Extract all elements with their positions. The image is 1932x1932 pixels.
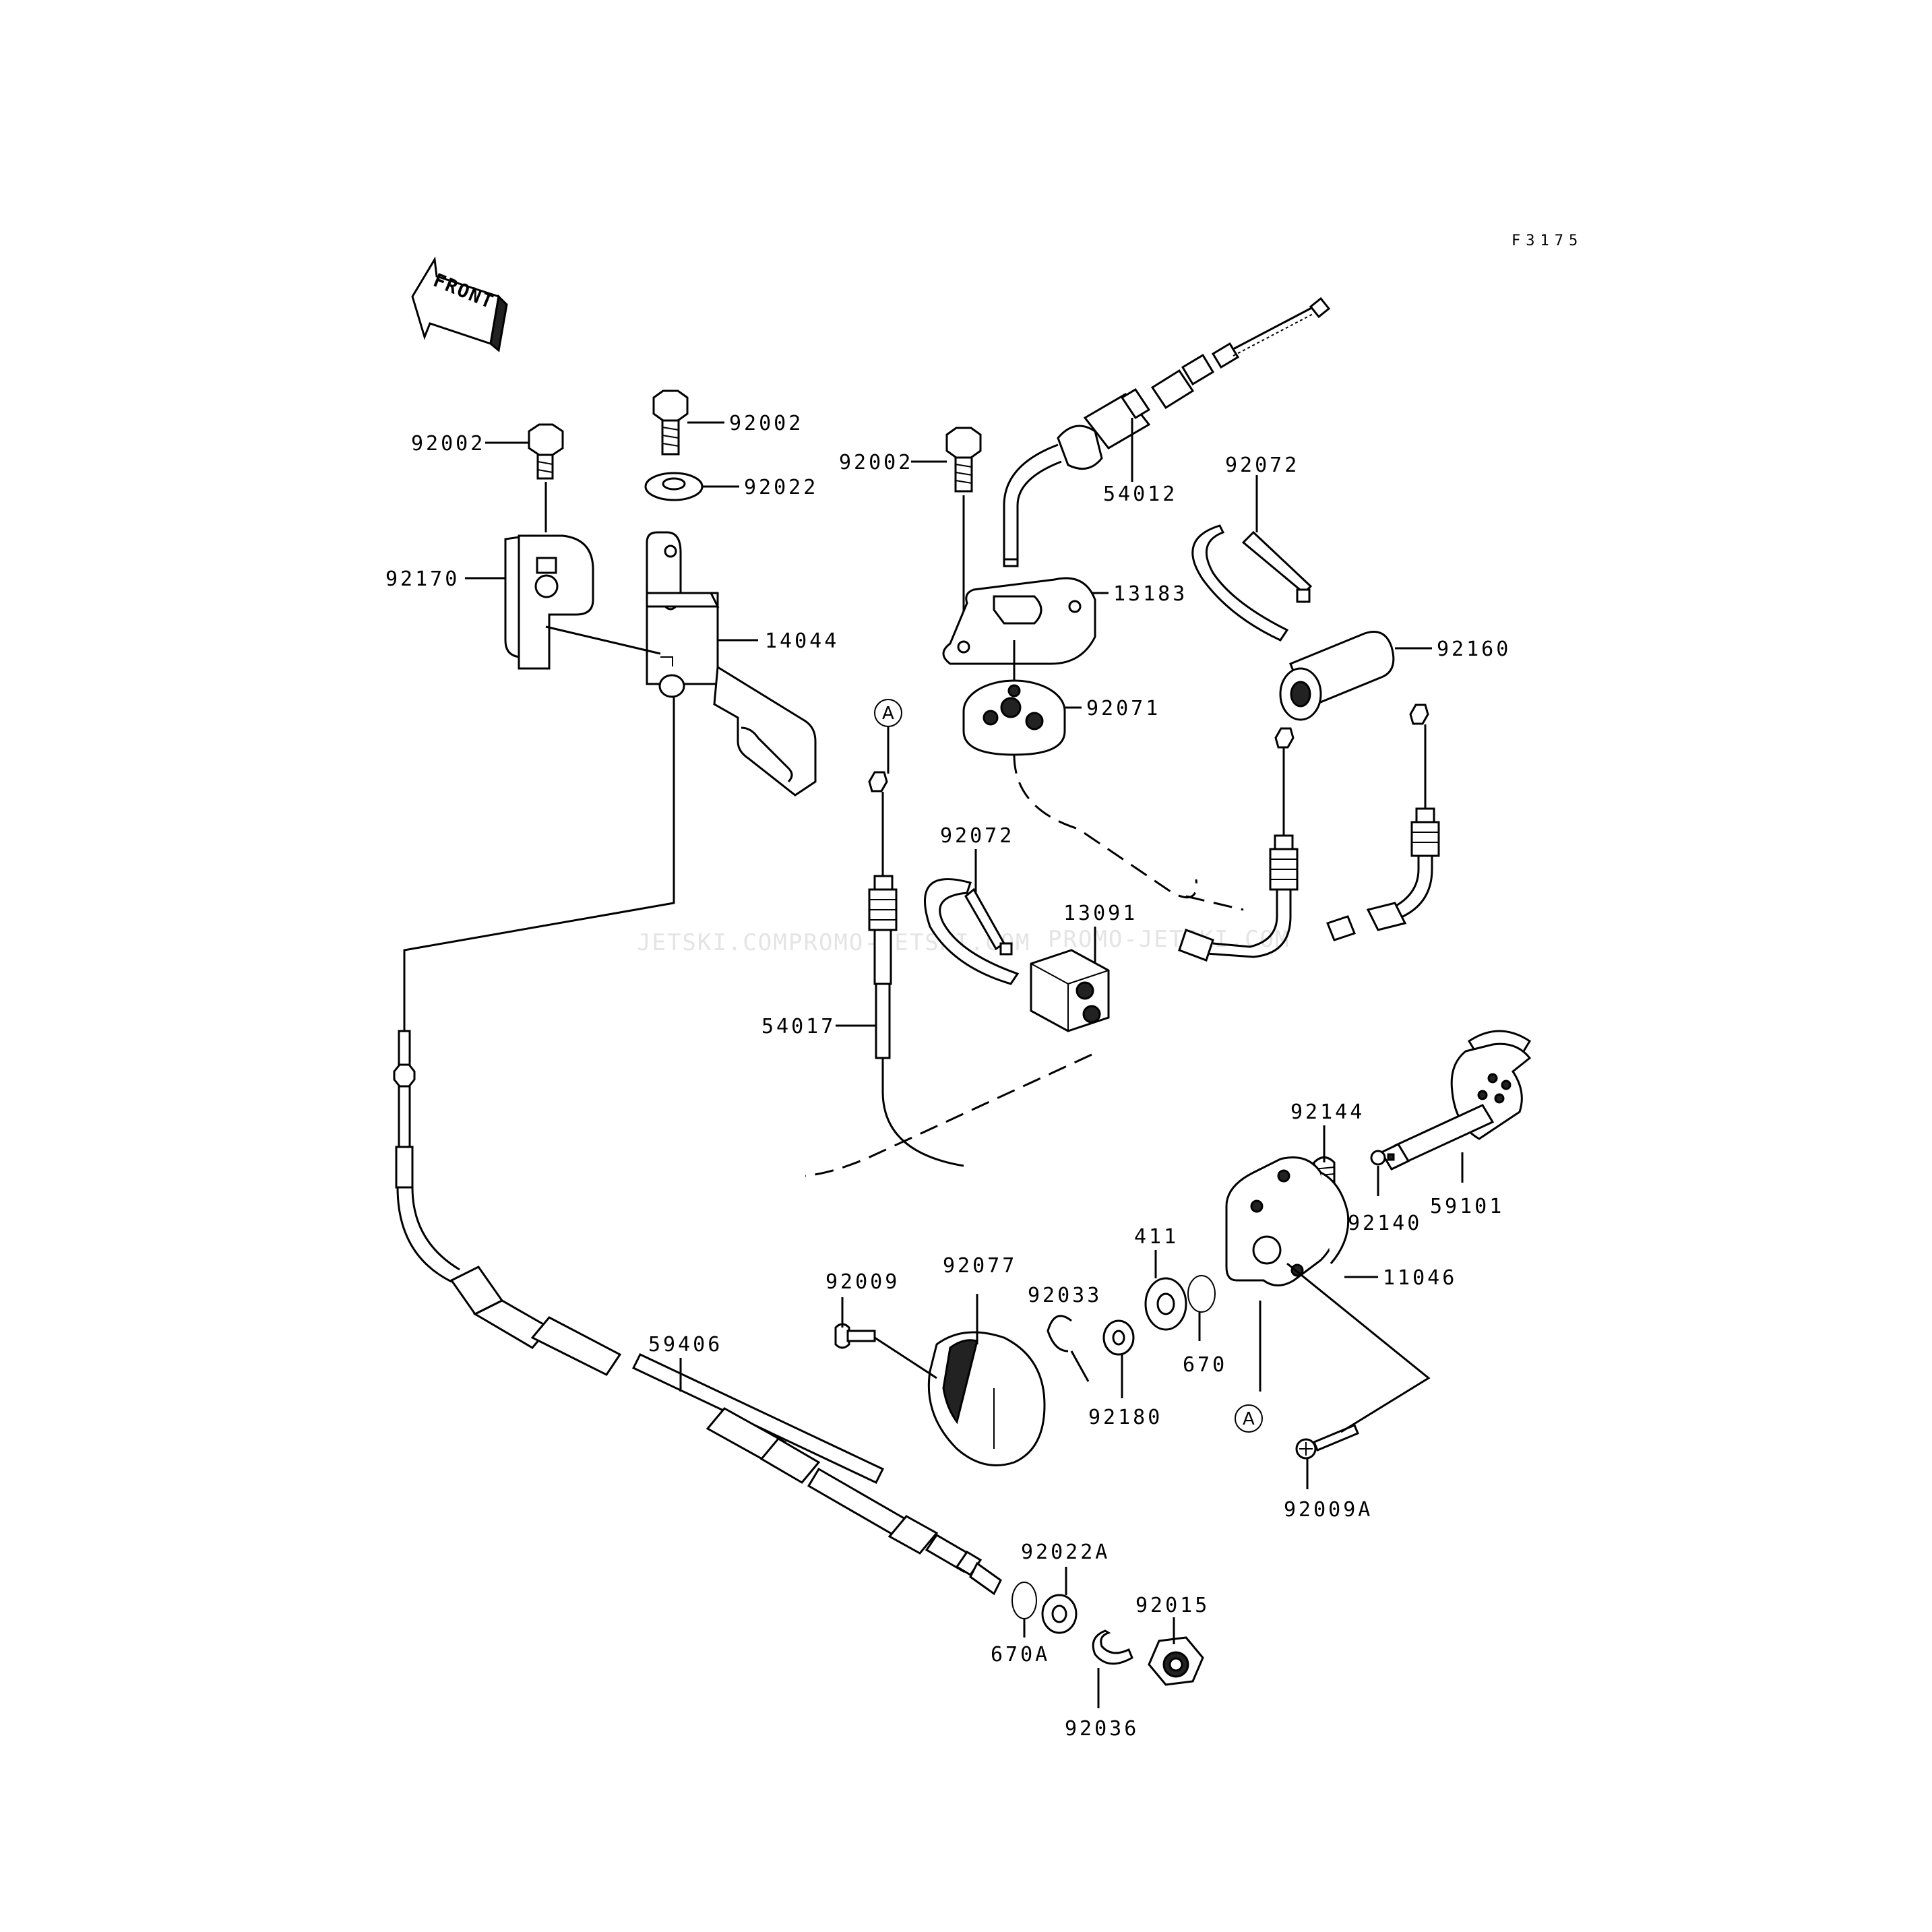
clamp-92170 bbox=[504, 534, 594, 670]
part-label-92009a: 92009A bbox=[1284, 1498, 1373, 1522]
band-92072-lower bbox=[924, 878, 1020, 985]
part-label-11046: 11046 bbox=[1383, 1266, 1457, 1290]
part-label-59101: 59101 bbox=[1430, 1195, 1504, 1218]
bolt-92002-center bbox=[652, 389, 689, 456]
grommet-92071 bbox=[962, 679, 1066, 756]
stopper-13183 bbox=[942, 577, 1096, 665]
watermark-text-1: JETSKI.COM bbox=[637, 929, 788, 956]
part-label-92036: 92036 bbox=[1065, 1717, 1139, 1741]
part-label-92009: 92009 bbox=[825, 1270, 900, 1294]
part-label-92015: 92015 bbox=[1135, 1594, 1210, 1617]
part-label-92033: 92033 bbox=[1028, 1284, 1102, 1307]
part-label-670: 670 bbox=[1183, 1353, 1227, 1377]
holder-13091 bbox=[1030, 949, 1110, 1032]
part-label-92180: 92180 bbox=[1088, 1406, 1162, 1429]
part-label-92002-center: 92002 bbox=[729, 412, 803, 435]
part-label-59406: 59406 bbox=[648, 1333, 722, 1357]
part-label-92071: 92071 bbox=[1086, 697, 1160, 720]
shaft-59101 bbox=[1379, 1030, 1532, 1171]
cable-54017 bbox=[868, 771, 964, 1167]
part-labels: 92002 92002 92022 92002 54012 92072 9217… bbox=[385, 412, 1511, 1741]
ball-92140 bbox=[1370, 1150, 1386, 1166]
part-label-92077: 92077 bbox=[943, 1254, 1017, 1278]
cable-end-far-right bbox=[1326, 704, 1440, 941]
washer-411 bbox=[1144, 1277, 1187, 1331]
ring-670 bbox=[1187, 1275, 1216, 1313]
part-label-92072-lower: 92072 bbox=[940, 824, 1014, 848]
front-arrow-icon: FRONT bbox=[411, 256, 508, 352]
part-label-92144: 92144 bbox=[1290, 1100, 1365, 1124]
part-label-670a: 670A bbox=[991, 1643, 1050, 1666]
nut-92015 bbox=[1148, 1636, 1204, 1686]
cable-54012 bbox=[1003, 297, 1331, 567]
ring-670a bbox=[1011, 1582, 1037, 1619]
reference-mark-a-top: A bbox=[874, 699, 902, 774]
part-label-92160: 92160 bbox=[1437, 637, 1511, 661]
reference-mark-a-bottom: A bbox=[1235, 1404, 1263, 1433]
part-label-54017: 54017 bbox=[761, 1015, 836, 1038]
housing-11046 bbox=[1225, 1156, 1350, 1286]
part-label-54012: 54012 bbox=[1103, 482, 1177, 506]
part-label-92002-left: 92002 bbox=[411, 432, 485, 456]
part-label-411: 411 bbox=[1134, 1225, 1179, 1249]
washer-92022a bbox=[1041, 1594, 1078, 1634]
figure-code: F3175 bbox=[1512, 232, 1583, 249]
part-label-13091: 13091 bbox=[1063, 902, 1138, 925]
part-label-92140: 92140 bbox=[1348, 1212, 1422, 1235]
cable-end-upper-right bbox=[1178, 727, 1299, 962]
rubber-cap-92160 bbox=[1279, 631, 1395, 721]
washer-92022 bbox=[644, 472, 704, 501]
grip-92077 bbox=[927, 1331, 1046, 1466]
leader-lines bbox=[465, 418, 1464, 1708]
part-label-92072-top: 92072 bbox=[1225, 454, 1299, 477]
part-label-92002-right: 92002 bbox=[839, 451, 913, 474]
throttle-cable-59406 bbox=[393, 1030, 1002, 1596]
reference-mark-a-bottom-label: A bbox=[1243, 1409, 1255, 1429]
watermark-text-3: PROMO-JETSKI.COM bbox=[1048, 926, 1290, 953]
part-label-14044: 14044 bbox=[765, 629, 839, 653]
band-92072-top bbox=[1191, 524, 1313, 642]
bolt-92002-right bbox=[945, 427, 982, 493]
bracket-14044 bbox=[646, 531, 817, 797]
screw-92009a bbox=[1295, 1424, 1359, 1460]
part-label-92022: 92022 bbox=[744, 476, 818, 499]
part-label-92022a: 92022A bbox=[1021, 1540, 1110, 1564]
clip-92033 bbox=[1047, 1315, 1090, 1382]
screw-92009 bbox=[834, 1323, 937, 1379]
bolt-92002-left bbox=[528, 423, 564, 480]
reference-mark-a-top-label: A bbox=[882, 704, 894, 724]
washer-92180 bbox=[1102, 1319, 1135, 1356]
part-label-13183: 13183 bbox=[1113, 582, 1187, 606]
clip-92036 bbox=[1092, 1629, 1133, 1665]
part-label-92170: 92170 bbox=[385, 567, 460, 591]
